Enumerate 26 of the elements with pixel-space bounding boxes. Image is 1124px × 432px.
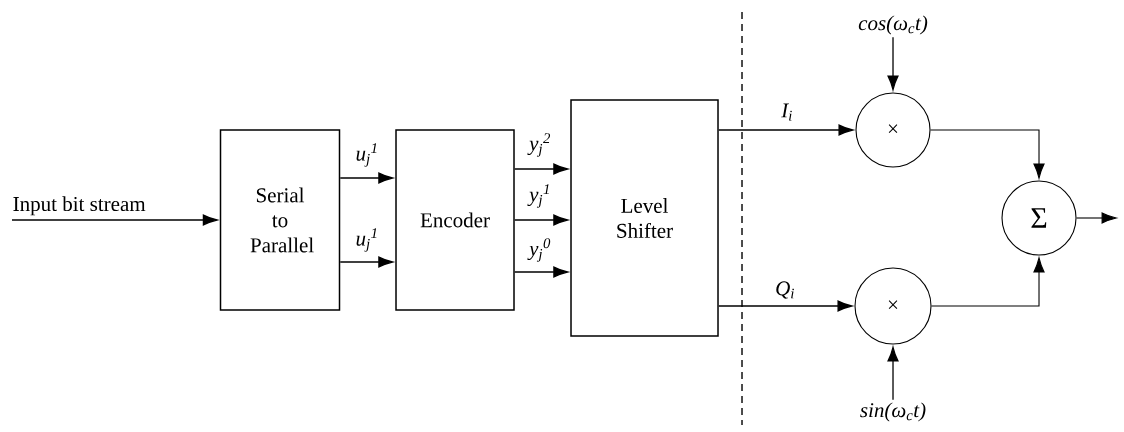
arrow bbox=[718, 300, 853, 312]
arrow bbox=[930, 129, 1045, 179]
arrow bbox=[1076, 212, 1117, 224]
edge-label: y$_{j}$1 bbox=[527, 183, 552, 209]
arrow bbox=[931, 257, 1045, 307]
carrier-label: cos(ω$_{c}$t) bbox=[858, 15, 928, 35]
input-label: Input bit stream bbox=[13, 196, 146, 216]
edge-label: u$_{j}$1 bbox=[354, 142, 380, 168]
edge-label: y$_{j}$0 bbox=[527, 237, 552, 263]
edge-label: u$_{j}$1 bbox=[354, 227, 380, 253]
process-box: Encoder bbox=[395, 129, 515, 311]
arrow bbox=[514, 163, 569, 175]
arrow bbox=[339, 256, 394, 268]
arrow bbox=[339, 172, 394, 184]
edge-label: I$_{i}$ bbox=[780, 102, 794, 122]
arrow bbox=[887, 346, 899, 401]
arrow bbox=[514, 214, 569, 226]
edge-label: y$_{j}$2 bbox=[527, 132, 552, 158]
arrow bbox=[718, 124, 854, 136]
arrow bbox=[11, 214, 218, 226]
process-box: Serial to Parallel bbox=[219, 129, 341, 311]
carrier-label: sin(ω$_{c}$t) bbox=[860, 402, 926, 422]
edge-label: Q$_{i}$ bbox=[774, 280, 796, 300]
arrow bbox=[887, 36, 899, 91]
arrow bbox=[514, 266, 569, 278]
process-box: Level Shifter bbox=[570, 99, 719, 337]
